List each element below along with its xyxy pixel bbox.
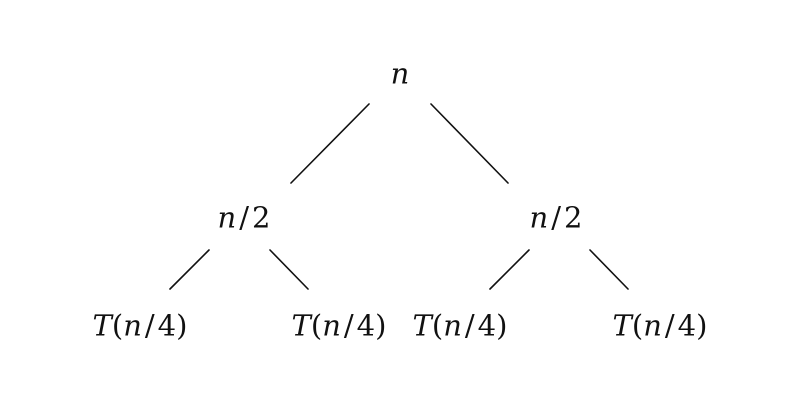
level1-node-right: n/2 <box>529 200 583 235</box>
leaf-function: T <box>92 308 112 343</box>
leaf-node-2: T(n/4) <box>291 308 387 343</box>
edge-root-right <box>430 103 509 184</box>
node-denominator: 2 <box>252 200 271 235</box>
node-var: n <box>529 200 549 235</box>
edge-left-right <box>269 249 309 290</box>
leaf-slash: / <box>144 308 155 343</box>
leaf-denominator: 4 <box>477 308 497 343</box>
leaf-function: T <box>412 308 432 343</box>
leaf-function: T <box>612 308 632 343</box>
leaf-open-paren: ( <box>631 308 644 343</box>
leaf-close-paren: ) <box>696 308 708 343</box>
node-slash: / <box>551 200 562 235</box>
edge-right-left <box>489 249 530 290</box>
leaf-denominator: 4 <box>356 308 376 343</box>
leaf-slash: / <box>464 308 475 343</box>
leaf-node-3: T(n/4) <box>412 308 508 343</box>
leaf-function: T <box>291 308 311 343</box>
edge-right-right <box>589 249 629 290</box>
leaf-close-paren: ) <box>375 308 387 343</box>
node-var: n <box>217 200 237 235</box>
leaf-open-paren: ( <box>431 308 444 343</box>
leaf-var: n <box>443 308 462 343</box>
leaf-node-1: T(n/4) <box>92 308 188 343</box>
node-denominator: 2 <box>564 200 583 235</box>
edge-root-left <box>290 103 370 184</box>
leaf-open-paren: ( <box>111 308 124 343</box>
leaf-denominator: 4 <box>677 308 697 343</box>
root-node: n <box>390 56 410 91</box>
leaf-var: n <box>322 308 341 343</box>
leaf-close-paren: ) <box>496 308 508 343</box>
leaf-slash: / <box>343 308 354 343</box>
level1-node-left: n/2 <box>217 200 271 235</box>
leaf-open-paren: ( <box>310 308 323 343</box>
leaf-close-paren: ) <box>176 308 188 343</box>
node-slash: / <box>239 200 250 235</box>
root-var: n <box>390 56 410 91</box>
leaf-node-4: T(n/4) <box>612 308 708 343</box>
leaf-var: n <box>643 308 662 343</box>
edge-left-left <box>169 249 210 290</box>
leaf-var: n <box>123 308 142 343</box>
leaf-slash: / <box>664 308 675 343</box>
leaf-denominator: 4 <box>157 308 177 343</box>
